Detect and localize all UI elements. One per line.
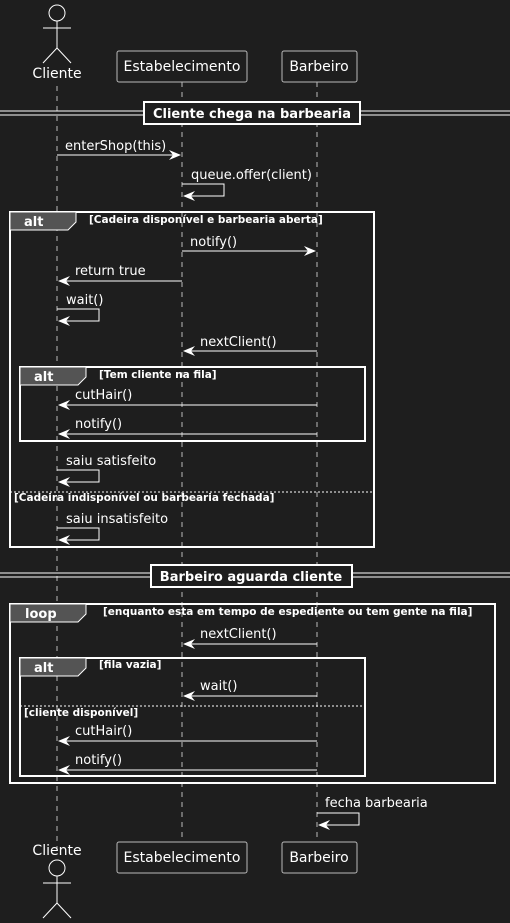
message-label: nextClient()	[200, 627, 277, 642]
message-cut-hair-loop: cutHair()	[58, 724, 317, 746]
loop-frame: loop [enquanto esta em tempo de espedien…	[9, 603, 496, 784]
actor-head-icon	[48, 859, 66, 877]
message-queue-offer: queue.offer(client)	[182, 168, 312, 201]
actor-cliente-top: Cliente	[32, 4, 82, 82]
frame-guard: [Cadeira disponível e barbearia aberta]	[89, 214, 323, 226]
participant-label-cliente: Cliente	[32, 66, 81, 82]
frame-keyword: alt	[34, 661, 53, 676]
frame-guard: [cliente disponível]	[24, 707, 138, 719]
message-label: saiu insatisfeito	[66, 512, 168, 527]
participant-label-barbeiro: Barbeiro	[289, 850, 348, 866]
message-label: nextClient()	[200, 335, 277, 350]
message-label: wait()	[66, 293, 103, 308]
message-wait-self: wait()	[57, 293, 103, 326]
message-label: queue.offer(client)	[191, 168, 312, 183]
frame-keyword: alt	[24, 215, 43, 230]
message-label: notify()	[190, 235, 237, 250]
participant-estabelecimento-top: Estabelecimento	[116, 50, 248, 83]
participant-barbeiro-bottom: Barbeiro	[281, 841, 358, 874]
frame-guard: [enquanto esta em tempo de espediente ou…	[103, 606, 472, 618]
message-label: cutHair()	[75, 388, 132, 403]
frame-guard: [Tem cliente na fila]	[99, 369, 217, 381]
alt-frame-1: alt [Cadeira disponível e barbearia aber…	[9, 211, 375, 548]
participant-label-barbeiro: Barbeiro	[289, 59, 348, 75]
frame-keyword: alt	[34, 370, 53, 385]
message-label: wait()	[200, 679, 237, 694]
alt-frame-1-else: [Cadeira indisponível ou barbearia fecha…	[10, 491, 374, 504]
divider-title: Cliente chega na barbearia	[153, 107, 351, 122]
message-fecha-barbearia: fecha barbearia	[317, 796, 428, 830]
message-notify-barbeiro: notify()	[182, 235, 316, 256]
participant-label-estabelecimento: Estabelecimento	[124, 59, 241, 75]
divider-cliente-chega: Cliente chega na barbearia	[0, 101, 510, 125]
message-saiu-insatisfeito: saiu insatisfeito	[57, 512, 168, 545]
participant-estabelecimento-bottom: Estabelecimento	[116, 841, 248, 874]
message-label: fecha barbearia	[325, 796, 428, 811]
message-enter-shop: enterShop(this)	[57, 139, 181, 160]
message-label: cutHair()	[75, 724, 132, 739]
participant-label-cliente: Cliente	[32, 843, 81, 859]
message-label: return true	[75, 264, 146, 279]
message-notify-loop: notify()	[58, 753, 317, 775]
frame-guard: [Cadeira indisponível ou barbearia fecha…	[14, 492, 274, 504]
actor-head-icon	[48, 4, 66, 22]
message-label: notify()	[75, 753, 122, 768]
divider-barbeiro-aguarda: Barbeiro aguarda cliente	[0, 564, 510, 588]
alt-frame-3: alt [fila vazia]	[19, 657, 366, 777]
message-next-client-loop: nextClient()	[183, 627, 317, 649]
alt-frame-3-else: [cliente disponível]	[20, 705, 365, 719]
message-cut-hair: cutHair()	[58, 388, 317, 410]
participant-label-estabelecimento: Estabelecimento	[124, 850, 241, 866]
message-label: saiu satisfeito	[66, 454, 156, 469]
frame-keyword: loop	[25, 607, 57, 622]
message-saiu-satisfeito: saiu satisfeito	[57, 454, 156, 487]
participant-barbeiro-top: Barbeiro	[281, 50, 358, 83]
message-label: notify()	[75, 417, 122, 432]
frame-guard: [fila vazia]	[99, 659, 161, 671]
message-next-client: nextClient()	[183, 335, 317, 356]
divider-title: Barbeiro aguarda cliente	[160, 570, 343, 585]
message-wait-loop: wait()	[183, 679, 317, 701]
message-notify-cliente: notify()	[58, 417, 317, 439]
message-return-true: return true	[58, 264, 182, 286]
message-label: enterShop(this)	[65, 139, 166, 154]
alt-frame-2: alt [Tem cliente na fila]	[19, 366, 366, 442]
actor-cliente-bottom: Cliente	[32, 843, 82, 919]
